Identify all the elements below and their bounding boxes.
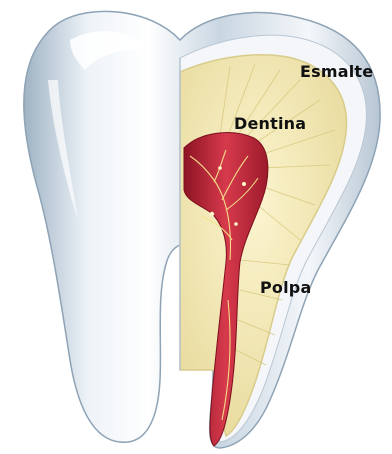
pulp-label: Polpa	[260, 278, 311, 297]
enamel-label: Esmalte	[300, 62, 373, 81]
dentin-label: Dentina	[234, 114, 306, 133]
